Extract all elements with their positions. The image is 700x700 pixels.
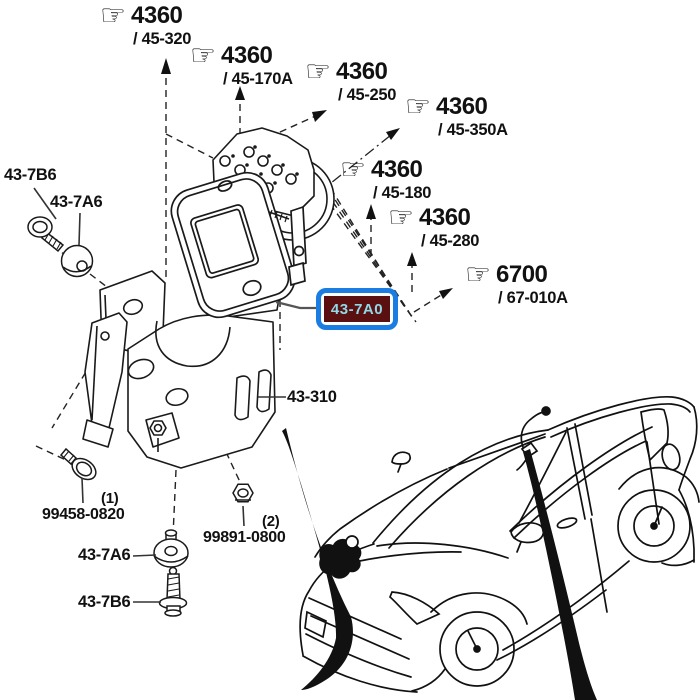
location-symbol [345,535,359,549]
leader-lines [33,187,286,603]
callout-code: 4360 [436,93,488,120]
callout-ref: / 45-320 [133,30,192,48]
center-axis-dash-dot-line [315,130,397,196]
part-label-bolt: 99458-0820 [42,506,125,523]
headlight [388,591,441,626]
callout-ref: / 67-010A [498,289,568,307]
pointing-hand-icon: ☞ [465,257,491,291]
callout-ref: / 45-170A [223,70,293,88]
leader-swoosh-right [523,449,597,700]
part-qty-nut: (2) [262,513,280,530]
callout-ref: / 45-350A [438,121,508,139]
callout-4360-45-180[interactable]: ☞4360 / 45-180 [340,152,432,203]
grommet-bottom-drawing [153,529,189,568]
fog-lamp [304,610,327,639]
pointing-hand-icon: ☞ [388,200,414,234]
screw-top-drawing [27,216,65,253]
callout-ref: / 45-280 [421,232,480,250]
side-mirror [510,522,545,544]
highlight-leader-line [275,300,316,310]
part-label-bracket: 43-310 [287,388,337,406]
part-label-nut: 99891-0800 [203,529,286,546]
part-label-screw-top: 43-7B6 [4,166,57,184]
arrowheads [161,58,453,299]
front-wheel [439,611,515,687]
callout-code: 6700 [496,261,548,288]
screw-bottom-drawing [158,566,188,617]
part-label-grommet-bottom: 43-7A6 [78,546,131,564]
part-qty-bolt: (1) [101,490,119,507]
part-location-marker [319,538,362,579]
callout-ref: / 45-180 [373,184,432,202]
vehicle-illustration [282,395,700,700]
selected-part-code: 43-7A0 [324,296,390,322]
part-label-grommet-top: 43-7A6 [50,193,103,211]
callout-code: 4360 [221,42,273,69]
callout-code: 4360 [336,58,388,85]
callout-code: 4360 [131,2,183,29]
pointing-hand-icon: ☞ [305,54,331,88]
rear-wheel [617,489,691,563]
callout-4360-45-280[interactable]: ☞4360 / 45-280 [388,200,480,251]
door-handle [556,517,578,529]
callout-4360-45-350A[interactable]: ☞4360 / 45-350A [405,89,508,140]
callout-4360-45-320[interactable]: ☞4360 / 45-320 [100,0,192,49]
callout-code: 4360 [371,156,423,183]
pointing-hand-icon: ☞ [405,89,431,123]
pointing-hand-icon: ☞ [100,0,126,32]
callout-4360-45-250[interactable]: ☞4360 / 45-250 [305,54,397,105]
bolt-drawing [59,447,97,481]
callout-ref: / 45-250 [338,86,397,104]
far-side-mirror [391,451,411,465]
pointing-hand-icon: ☞ [190,38,216,72]
selected-part-highlight[interactable]: 43-7A0 [316,288,398,330]
grommet-top-drawing [60,244,94,278]
pointing-hand-icon: ☞ [340,152,366,186]
callout-4360-45-170A[interactable]: ☞4360 / 45-170A [190,38,293,89]
callout-code: 4360 [419,204,471,231]
abs-control-module-drawing [170,171,307,319]
nut-drawing [232,483,254,503]
callout-6700-67-010A[interactable]: ☞6700 / 67-010A [465,257,568,308]
part-label-screw-bottom: 43-7B6 [78,593,131,611]
